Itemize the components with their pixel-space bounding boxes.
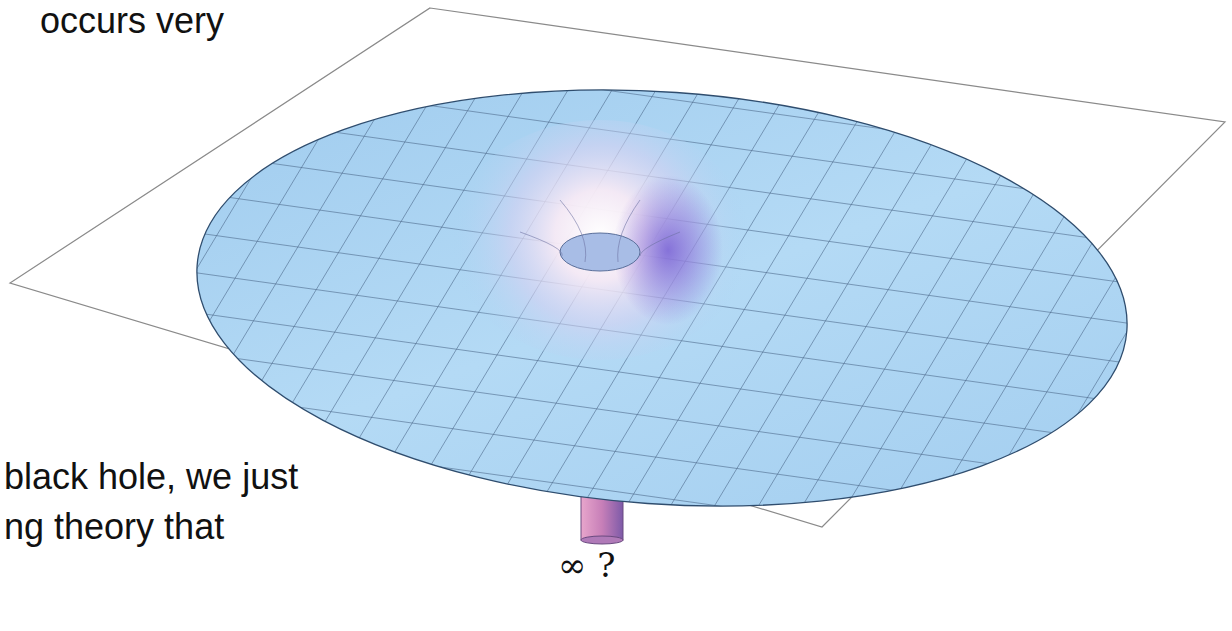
grid-line xyxy=(0,69,1232,363)
slide-text: black hole, we just xyxy=(4,456,298,497)
grid-line xyxy=(0,0,758,631)
grid-line xyxy=(0,0,538,631)
grid-line xyxy=(0,429,1232,631)
grid-line xyxy=(0,0,318,631)
grid-line xyxy=(1034,0,1232,631)
slide-text: occurs very xyxy=(40,0,224,41)
well-glow xyxy=(450,120,750,360)
grid-line xyxy=(0,549,1232,631)
grid-line xyxy=(110,0,890,631)
grid-line xyxy=(374,0,1154,631)
grid-line xyxy=(0,629,1232,631)
grid-line xyxy=(0,0,274,631)
grid-line xyxy=(0,0,1232,123)
grid-line xyxy=(0,0,494,631)
grid-line xyxy=(550,0,1232,631)
grid-line xyxy=(682,0,1232,631)
grid-line xyxy=(330,0,1110,631)
grid-line xyxy=(0,0,1232,83)
grid-line xyxy=(0,0,230,631)
infinity-mark: ∞ ? xyxy=(558,546,615,585)
grid-line xyxy=(0,389,1232,631)
grid-line xyxy=(154,0,934,631)
grid-line xyxy=(0,589,1232,631)
disc-rim xyxy=(183,60,1141,536)
grid-line xyxy=(242,0,1022,631)
grid-line xyxy=(858,0,1232,631)
grid-line xyxy=(198,0,978,631)
grid-line xyxy=(638,0,1232,631)
grid-line xyxy=(946,0,1232,631)
grid-line xyxy=(726,0,1232,631)
grid-line xyxy=(1210,0,1232,631)
grid-line xyxy=(1122,0,1232,631)
well-curves xyxy=(520,200,680,262)
grid-line xyxy=(0,0,362,631)
slide-text: ng theory that xyxy=(4,506,224,547)
well-throat xyxy=(560,233,640,271)
grid-line xyxy=(0,0,1232,43)
tube-end xyxy=(581,536,623,544)
grid-line xyxy=(902,0,1232,631)
grid-line xyxy=(0,0,450,631)
grid-line xyxy=(0,109,1232,403)
grid-line xyxy=(814,0,1232,631)
grid-line xyxy=(286,0,1066,631)
grid-line xyxy=(1166,0,1232,631)
spacetime-disc xyxy=(183,60,1141,536)
grid-line xyxy=(418,0,1198,631)
grid-line xyxy=(990,0,1232,631)
grid-line xyxy=(594,0,1232,631)
grid-line xyxy=(1078,0,1232,631)
grid-line xyxy=(770,0,1232,631)
